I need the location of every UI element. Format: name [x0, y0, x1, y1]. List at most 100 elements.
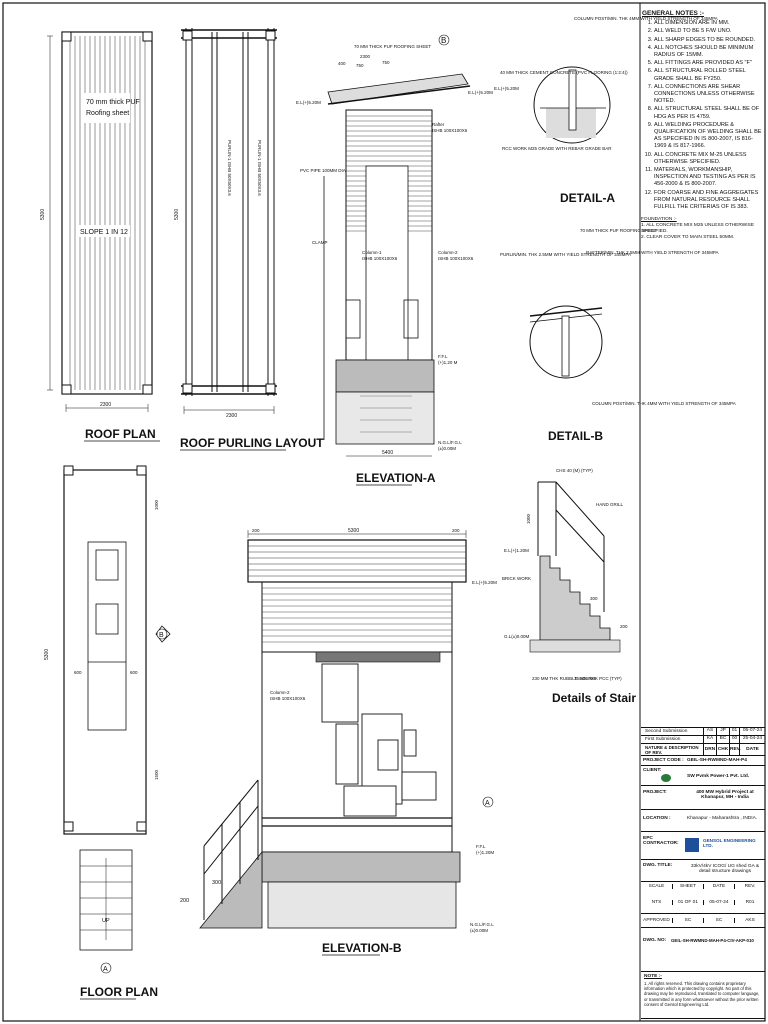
stair-gl: G.L(±)0.00M: [504, 634, 529, 639]
note-item: MATERIALS, WORKMANSHIP, INSPECTION AND T…: [654, 167, 765, 189]
project-row: PROJECT: 400 MW Hybrid Project at Khanap…: [641, 785, 765, 809]
elev-a-rafter-spec: ISHB 100X100X6: [432, 128, 468, 133]
elev-b-beam: [315, 651, 441, 663]
sheet-label: SHEET: [672, 884, 703, 889]
sheet-value: 01 OF 01: [672, 900, 703, 905]
revision-desc: First Submission: [645, 737, 681, 742]
elev-b-roof-ribs: [248, 545, 466, 577]
note-item: ALL STRUCTURAL ROLLED STEEL GRADE SHALL …: [654, 68, 765, 82]
approved-1: SC: [672, 918, 703, 923]
elevation-a: 400 750 750 2300 70 MM THICK PUF ROOFING…: [296, 34, 493, 486]
floor-marker-b-label: B: [159, 632, 164, 639]
dwg-no-row: DWG. NO: GEIL-SH-RWMND-MAH-P4-CIV-AKP-01…: [641, 927, 765, 955]
notes-heading: GENERAL NOTES :-: [642, 10, 704, 17]
stair-brickwork: [539, 555, 611, 641]
elev-b-marker-a-label: A: [485, 800, 490, 807]
detail-a-title: DETAIL-A: [560, 191, 615, 205]
approved-2: SC: [703, 918, 734, 923]
stair-chs: CHS 40 (M) (TYP): [556, 468, 593, 473]
project-name: 400 MW Hybrid Project at Khanapur, MH - …: [696, 790, 754, 800]
location-label: LOCATION :: [643, 816, 671, 821]
elevation-a-title: ELEVATION-A: [356, 471, 436, 485]
slope-bg: [78, 225, 130, 237]
location: Khanapur - Maharashtra , INDIA.: [687, 816, 758, 821]
elev-b-ngl: N.G.L/F.G.L: [470, 922, 494, 927]
elev-a-dim-1: 400: [338, 61, 346, 66]
floor-marker-a-label: A: [103, 966, 108, 973]
detail-a-rcc: RCC WORK M25 GRADE WITH REBAR GRADE BAR: [502, 146, 612, 151]
floor-marker-b: [156, 628, 168, 640]
scale-value: NTS: [651, 900, 662, 905]
purlin-label-1: PURLIN-1 ISHB 50X50X3.6: [227, 140, 232, 196]
scale-label: SCALE: [648, 884, 665, 889]
elev-a-base-dim: 5400: [382, 450, 393, 456]
note-item: ALL CONCRETE MIX M-25 UNLESS OTHERWISE S…: [654, 152, 765, 166]
floor-side-dim-1: 1000: [154, 499, 159, 510]
elevation-b: 5300 200 200 E.L(+)5.20M Column-2 ISHB 1…: [180, 528, 497, 956]
notes-list: ALL DIMENSION ARE IN MM. ALL WELD TO BE …: [641, 20, 765, 211]
detail-b-post: [561, 315, 570, 377]
detail-b-column-post: COLUMN POST/MIN. THK 4MM WITH YIELD STRE…: [592, 401, 736, 406]
epc-row: EPC CONTRACTOR: GENSOL ENGINEERING LTD.: [641, 831, 765, 859]
elev-a-dim-4: 2300: [360, 54, 371, 59]
client-row: CLIENT: SW Pvmk Power-1 Pvt. Ltd.: [641, 765, 765, 785]
approved-label: APPROVED: [643, 918, 670, 923]
stair-level: E.L(+)1.20M: [504, 548, 529, 553]
detail-b-roof-sheet: 70 MM THICK PUF ROOFING SHEET: [580, 228, 657, 233]
rev-label: REV.: [734, 884, 765, 889]
revision-row: First Submission KA BC 00 25-04-24: [641, 735, 765, 744]
stair-title: Details of Stair: [552, 691, 636, 705]
elev-a-roof-sheet: 70 MM THICK PUF ROOFING SHEET: [354, 44, 431, 49]
dwg-no-label: DWG. NO:: [643, 938, 667, 943]
project-code: GEIL-SH-RWMND-MAH-P4: [687, 758, 747, 763]
project-label: PROJECT:: [643, 790, 667, 795]
revision-chk: JP: [716, 728, 729, 736]
purlin-members: [185, 28, 275, 396]
roof-note-bg: [84, 93, 130, 123]
detail-a: COLUMN POST/MIN. THK 4MM WITH YIELD STRE…: [494, 16, 718, 205]
floor-dim-1: 600: [74, 670, 82, 675]
elev-b-column-2: Column-2: [270, 690, 290, 695]
elev-a-roof: [327, 73, 469, 105]
floor-plan-title: FLOOR PLAN: [80, 985, 158, 999]
elev-a-clamp: CLAMP: [312, 240, 328, 245]
slope-label: SLOPE 1 IN 12: [80, 229, 128, 236]
roof-plan: 70 mm thick PUF Roofing sheet SLOPE 1 IN…: [40, 31, 160, 442]
stair-rubble: 230 MM THK RUBBLE SOLING: [532, 676, 596, 681]
revision-date: 25-04-24: [739, 736, 765, 744]
detail-a-circle: [533, 66, 611, 144]
purlin-rafters: [181, 29, 277, 395]
note-item: ALL NOTCHES SHOULD BE MINIMUM RADIUS OF …: [654, 45, 765, 59]
elev-a-door: [365, 165, 409, 361]
dwg-no: GEIL-SH-RWMND-MAH-P4-CIV-AKP-010: [671, 938, 754, 943]
rev-value: R01: [734, 900, 765, 905]
epc-label: EPC CONTRACTOR:: [643, 836, 679, 846]
roof-plan-title: ROOF PLAN: [85, 427, 156, 441]
elev-b-marker-a: [482, 796, 494, 808]
elev-a-foundation: [335, 391, 435, 445]
roof-sheet-note-2: Roofing sheet: [86, 110, 129, 117]
roof-sheet-ribs: [69, 36, 146, 390]
note-item: ALL WELDING PROCEDURE & QUALIFICATION OF…: [654, 122, 765, 151]
stair-dim-200: 200: [620, 624, 628, 629]
footer-heading: NOTE :-: [644, 974, 662, 979]
revision-header-chk: CHK: [716, 744, 729, 756]
foundation-notes: FOUNDATION :- 1. ALL CONCRETE MIX M25 UN…: [641, 217, 765, 241]
client-label: CLIENT:: [643, 768, 662, 773]
elev-a-rafter: Rafter: [432, 122, 445, 127]
foundation-item: 2. CLEAR COVER TO MAIN STEEL 50MM.: [641, 235, 735, 241]
revision-header: NATURE & DESCRIPTION OF REV. DRN CHK REV…: [641, 743, 765, 756]
footer-note: 1. All rights reserved. This drawing con…: [644, 981, 760, 1007]
detail-a-concrete-label: 40 MM THICK CEMENT CONCRETE (PVC FLOORIN…: [500, 70, 628, 75]
purlin-columns: [182, 30, 276, 394]
date-value: 05-07-24: [703, 900, 734, 905]
epc-logo: [685, 838, 699, 852]
stair-dim-1000: 1000: [526, 513, 531, 524]
elev-b-foundation: [267, 881, 457, 929]
note-item: FOR COARSE AND FINE AGGREGATES FROM NATU…: [654, 190, 765, 212]
revision-desc: Second Submission: [645, 729, 688, 734]
roof-plan-columns: [61, 31, 153, 395]
stair-soling: [529, 639, 621, 653]
revision-rev: 00: [729, 736, 739, 744]
revision-header-rev: REV.: [729, 744, 741, 756]
